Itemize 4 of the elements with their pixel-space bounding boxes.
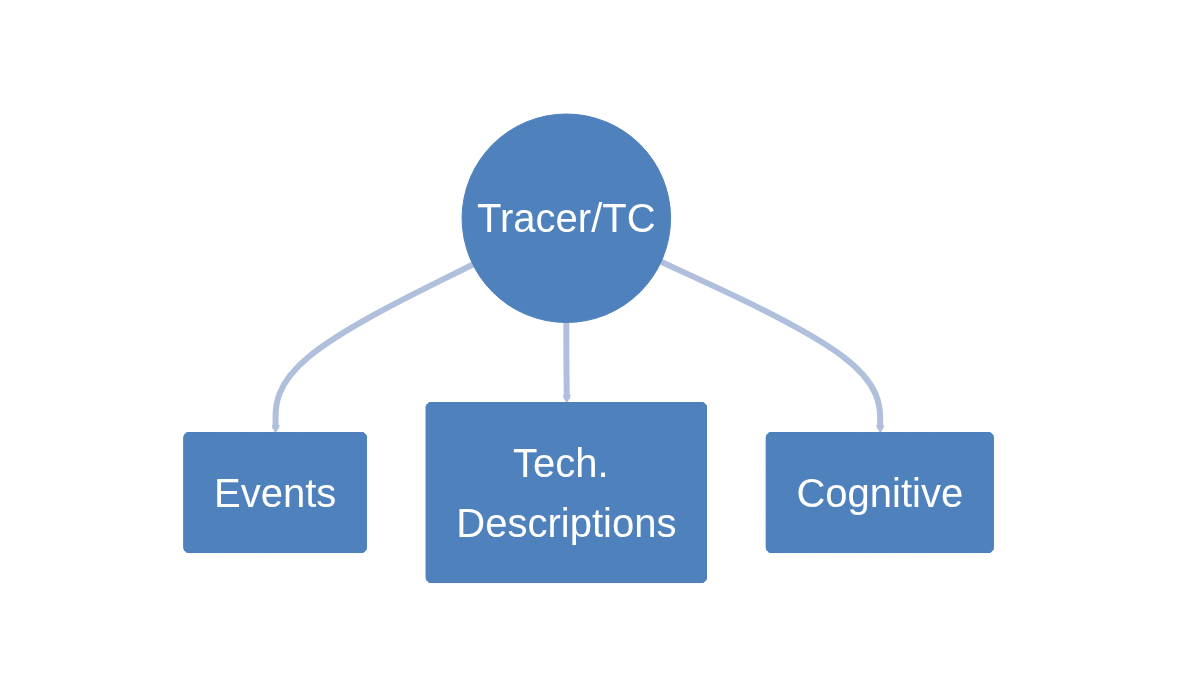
arrow [660,258,885,434]
arrow [562,322,572,404]
node-circle: Tracer/TC [462,113,672,323]
arrow [271,261,475,434]
